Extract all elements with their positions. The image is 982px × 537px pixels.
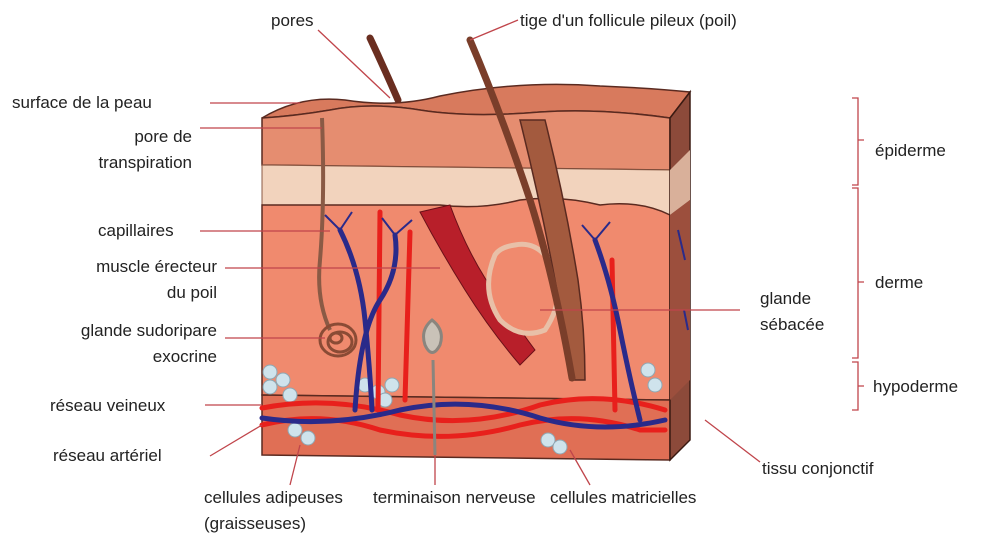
label-fat-cells-line1: cellules adipeuses xyxy=(204,485,343,511)
label-arterial: réseau artériel xyxy=(53,443,162,469)
label-arrector-line2: du poil xyxy=(20,280,217,306)
hair-shaft-short xyxy=(370,38,398,100)
label-sebaceous-line1: glande xyxy=(760,286,824,312)
label-venous: réseau veineux xyxy=(50,393,165,419)
label-hypodermis: hypoderme xyxy=(873,374,958,400)
label-nerve-ending: terminaison nerveuse xyxy=(373,485,536,511)
label-sweat-pore: pore de transpiration xyxy=(60,124,192,176)
label-sweat-gland-line1: glande sudoripare xyxy=(20,318,217,344)
side-dermis-band xyxy=(670,200,690,400)
label-sweat-pore-line1: pore de xyxy=(60,124,192,150)
label-fat-cells: cellules adipeuses (graisseuses) xyxy=(204,485,343,537)
label-sweat-gland-line2: exocrine xyxy=(20,344,217,370)
label-dermis: derme xyxy=(875,270,923,296)
layer-brackets xyxy=(852,98,864,410)
label-sebaceous-line2: sébacée xyxy=(760,312,824,338)
label-matrix-cells: cellules matricielles xyxy=(550,485,696,511)
label-arrector-line1: muscle érecteur xyxy=(20,254,217,280)
label-fat-cells-line2: (graisseuses) xyxy=(204,511,343,537)
label-sebaceous: glande sébacée xyxy=(760,286,824,338)
label-epidermis: épiderme xyxy=(875,138,946,164)
label-connective: tissu conjonctif xyxy=(762,456,874,482)
label-arrector: muscle érecteur du poil xyxy=(20,254,217,306)
label-skin-surface: surface de la peau xyxy=(12,90,152,116)
label-pores: pores xyxy=(271,8,314,34)
label-sweat-pore-line2: transpiration xyxy=(60,150,192,176)
label-capillaries: capillaires xyxy=(98,218,174,244)
label-hair-shaft: tige d'un follicule pileux (poil) xyxy=(520,8,737,34)
label-sweat-gland: glande sudoripare exocrine xyxy=(20,318,217,370)
